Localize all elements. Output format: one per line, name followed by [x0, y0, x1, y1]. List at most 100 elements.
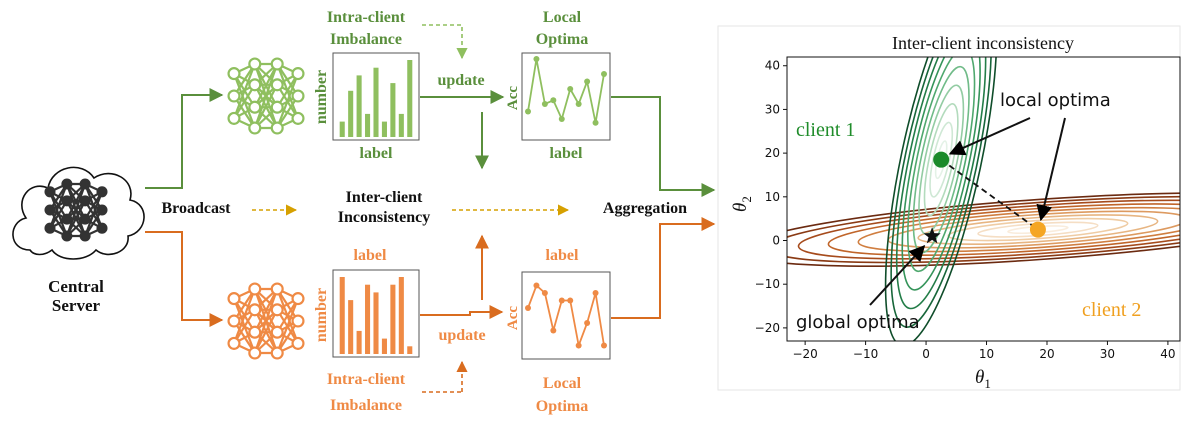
network-node [291, 89, 305, 103]
histogram-bar [407, 346, 413, 354]
acc-point [601, 342, 607, 349]
network-node [44, 222, 56, 234]
network-edge [253, 288, 279, 354]
histogram-bar [339, 121, 345, 137]
plot-title: Inter-client inconsistency [892, 33, 1074, 53]
client2-label: client 2 [1082, 299, 1141, 321]
histogram-bar [390, 83, 396, 137]
y-tick-label: 40 [765, 59, 780, 73]
network-edge [276, 73, 299, 108]
acc-point [592, 290, 599, 296]
network-node [248, 303, 262, 317]
global-optimum-star [923, 227, 941, 244]
acc-point [592, 119, 599, 126]
client1-label: client 1 [796, 119, 855, 141]
bottom-hist-title: label [354, 247, 387, 264]
network-node [248, 282, 262, 296]
local-optima-arrow-2 [1036, 117, 1066, 222]
bottom-histogram [339, 277, 413, 354]
network-edge [276, 298, 300, 354]
x-tick-label: 10 [979, 347, 994, 361]
client1-contour [929, 121, 954, 198]
acc-line [527, 58, 605, 123]
top-imbalance-line2: Imbalance [330, 31, 402, 48]
network-node [270, 303, 284, 317]
network-edge [48, 183, 68, 229]
histogram-bar [348, 90, 354, 137]
y-tick-label: 20 [765, 146, 780, 160]
network-node [227, 89, 241, 103]
network-edge [276, 298, 299, 333]
network-node [79, 230, 91, 242]
histogram-bar [381, 121, 387, 137]
broadcast-label: Broadcast [161, 200, 231, 217]
network-edge [65, 183, 87, 237]
network-node [96, 222, 108, 234]
histogram-bar [339, 277, 345, 354]
top-acc-xlabel: label [550, 145, 583, 162]
x-tick-label: −20 [792, 347, 817, 361]
client1-contour [907, 57, 976, 273]
x-tick-label: 30 [1100, 347, 1115, 361]
network-edge [65, 200, 87, 237]
top-optima-line1: Local [543, 9, 582, 26]
top-neural-network-icon [227, 57, 305, 135]
network-node [270, 282, 284, 296]
network-edge [84, 191, 104, 237]
network-node [227, 111, 241, 125]
client2-contour [797, 199, 1180, 260]
acc-point [584, 78, 591, 85]
network-node [61, 213, 73, 225]
y-axis-label: θ2 [730, 196, 754, 212]
client1-contours [884, 57, 998, 341]
x-tick-label: 0 [922, 347, 930, 361]
network-edge [232, 288, 256, 344]
histogram-bar [381, 338, 387, 354]
acc-point [584, 320, 591, 326]
client1-contour [890, 57, 993, 328]
network-node [291, 67, 305, 81]
acc-point [575, 342, 582, 349]
global-optima-arrow [869, 244, 926, 306]
acc-point [533, 282, 540, 289]
acc-point [558, 297, 565, 304]
bottom-acc-title: label [546, 247, 579, 264]
plot-annotations [869, 117, 1066, 306]
local-optima-label: local optima [1000, 90, 1111, 111]
histogram-bar [356, 75, 362, 137]
histogram-bar [365, 113, 371, 137]
network-node [61, 178, 73, 190]
bottom-imbalance-line2: Imbalance [330, 397, 402, 414]
acc-point [541, 101, 548, 107]
top-imbalance-line1: Intra-client [327, 9, 406, 26]
histogram-bar [373, 292, 379, 354]
network-edge [233, 309, 256, 344]
network-node [248, 57, 262, 71]
bottom-optima-line2: Optima [536, 398, 588, 415]
network-node [61, 195, 73, 207]
client1-optimum-point [933, 151, 950, 168]
network-node [291, 314, 305, 328]
x-axis-label: θ1 [975, 367, 991, 391]
network-node [291, 336, 305, 350]
network-node [79, 195, 91, 207]
inter-client-line1: Inter-client [346, 189, 423, 206]
network-node [270, 78, 284, 92]
network-edge [276, 73, 300, 129]
network-node [248, 121, 262, 135]
broadcast-arrow-top [145, 88, 224, 189]
acc-point [550, 97, 557, 104]
client1-contour [901, 57, 981, 291]
aggregation-label: Aggregation [603, 200, 687, 217]
network-node [291, 292, 305, 306]
histogram-bar [348, 300, 354, 354]
acc-point [525, 108, 531, 115]
bottom-neural-network-icon [227, 282, 305, 360]
network-node [227, 67, 241, 81]
top-update-label: update [437, 72, 484, 89]
y-tick-label: −10 [755, 277, 780, 291]
network-edge [253, 84, 279, 129]
histogram-bar [373, 67, 379, 137]
top-hist-xlabel: label [360, 145, 393, 162]
acc-point [550, 327, 557, 334]
